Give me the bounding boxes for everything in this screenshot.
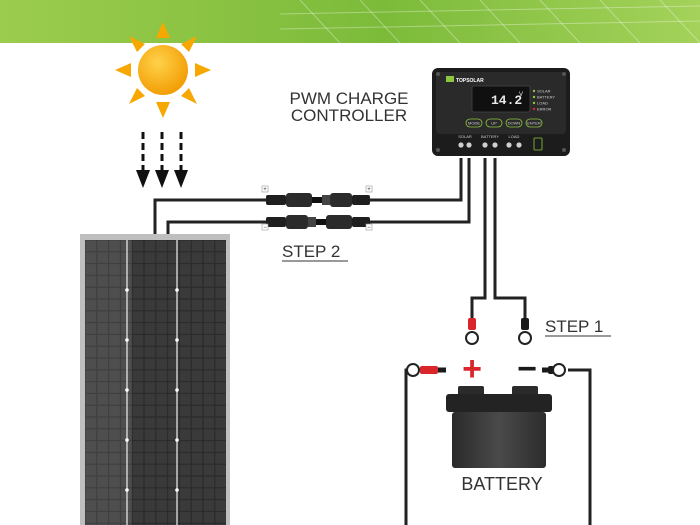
battery-loop-terminal-negative [542, 363, 566, 377]
mc4-connector-negative [266, 215, 370, 229]
top-banner [0, 0, 700, 44]
down-button-label: DOWN [508, 121, 521, 126]
status-indicators: SOLAR BATTERY LOAD ERROR [532, 89, 555, 112]
battery-positive-post [458, 386, 484, 396]
charge-controller: TOPSOLAR 14.2 V SOLAR BATTERY LOAD ERROR… [432, 68, 570, 156]
sunlight-arrows [141, 132, 183, 172]
usb-port-icon [533, 137, 543, 151]
ring-terminal-negative [518, 318, 532, 345]
mode-button-label: MODE [468, 121, 480, 126]
lcd-voltage-reading: 14.2 [491, 93, 522, 108]
controller-label-line2: CONTROLLER [291, 106, 407, 125]
enter-button [525, 118, 543, 128]
ring-terminal-positive [465, 318, 479, 345]
terminal-label-battery: BATTERY [481, 134, 499, 139]
controller-lcd-display [471, 85, 531, 113]
terminal-label-load: LOAD [509, 134, 520, 139]
mode-button [465, 118, 483, 128]
battery: + − BATTERY [446, 350, 552, 494]
step-2-label: STEP 2 [282, 242, 340, 261]
mc4-connector-positive [266, 193, 370, 207]
connector-plus-mark: + [263, 187, 267, 193]
controller-label-line1: PWM CHARGE [290, 89, 409, 108]
battery-negative-post [512, 386, 538, 396]
up-button-label: UP [491, 121, 497, 126]
solar-panel [80, 234, 230, 525]
controller-brand: TOPSOLAR [456, 78, 484, 84]
up-button [485, 118, 503, 128]
battery-plus-sign: + [462, 350, 482, 388]
status-label: ERROR [537, 107, 552, 112]
down-button [505, 118, 523, 128]
connector-plus-mark: + [367, 187, 371, 193]
arrow-heads [136, 170, 188, 188]
connector-minus-mark: − [367, 225, 371, 231]
sun-icon [115, 22, 211, 118]
terminal-label-solar: SOLAR [458, 134, 472, 139]
step-1-label: STEP 1 [545, 317, 603, 336]
enter-button-label: ENTER [527, 121, 541, 126]
status-label: SOLAR [537, 89, 551, 94]
controller-terminals: SOLAR BATTERY LOAD [458, 134, 543, 151]
connector-polarity-marks: + + − − [261, 185, 373, 231]
lcd-voltage-unit: V [519, 92, 523, 98]
battery-label: BATTERY [461, 474, 542, 494]
battery-minus-sign: − [517, 350, 537, 388]
controller-buttons: MODE UP DOWN ENTER [465, 118, 543, 128]
connector-minus-mark: − [263, 225, 267, 231]
status-label: BATTERY [537, 95, 555, 100]
battery-loop-terminal-positive [406, 363, 446, 377]
status-label: LOAD [537, 101, 548, 106]
